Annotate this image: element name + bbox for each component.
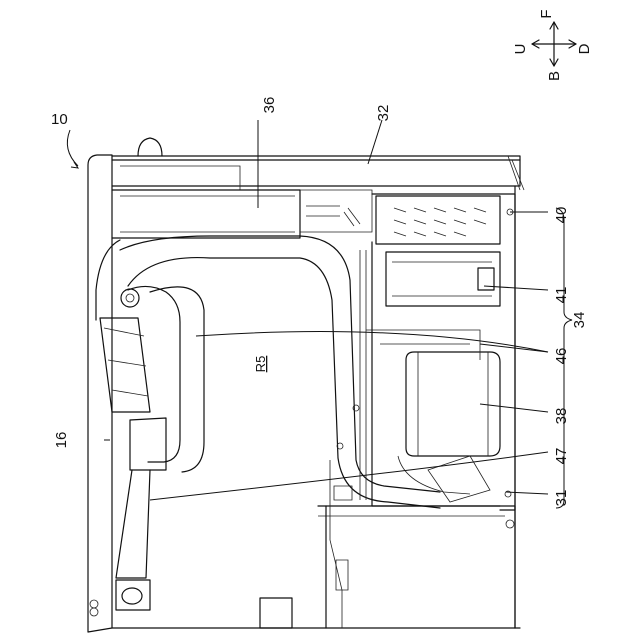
reference-10: 10 [51,111,68,128]
reference-16: 16 [53,432,70,449]
upper-duct [112,190,372,238]
leader-lines [67,120,572,508]
region-label-r5: R5 [253,356,268,373]
reference-41: 41 [553,287,570,304]
reference-34: 34 [571,312,588,329]
tank [406,352,500,456]
circulation-hose [96,236,490,610]
cabinet-housing [88,138,524,632]
reference-46: 46 [553,348,570,365]
reference-38: 38 [553,408,570,425]
reference-32: 32 [375,105,392,122]
reference-31: 31 [553,490,570,507]
compass-down-label: D [576,43,593,54]
piping [330,208,480,628]
direction-compass: F U D B [512,9,593,81]
lower-compartment [260,506,515,628]
reference-40: 40 [553,207,570,224]
reference-47: 47 [553,448,570,465]
compass-back-label: B [546,71,563,81]
reference-36: 36 [261,97,278,114]
compass-front-label: F [538,9,555,18]
compass-up-label: U [512,44,529,55]
